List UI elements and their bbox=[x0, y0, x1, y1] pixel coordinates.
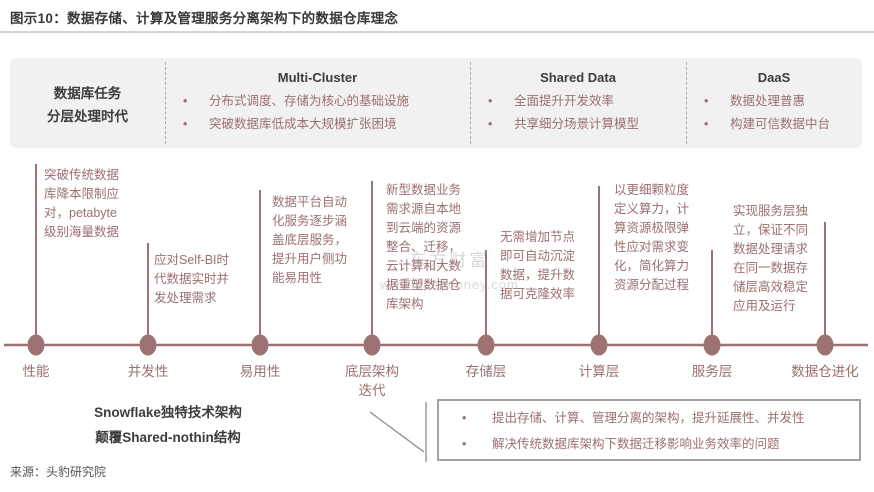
desc-storage: 无需增加节点即可自动沉淀数据，提升数据可克隆效率 bbox=[500, 230, 576, 301]
label-concurrency: 并发性 bbox=[127, 364, 169, 379]
bullet-dot: • bbox=[704, 117, 709, 131]
bullet-text: 全面提升开发效率 bbox=[514, 94, 615, 108]
bullet-dot: • bbox=[183, 94, 188, 108]
bullet-dot: • bbox=[462, 411, 467, 425]
bullet-dot: • bbox=[183, 117, 188, 131]
band-separator-2 bbox=[470, 62, 471, 144]
node-architecture bbox=[363, 334, 381, 356]
desc-architecture: 新型数据业务需求源自本地到云端的资源整合、迁移，云计算和大数据重塑数据仓库架构 bbox=[386, 183, 462, 311]
bullet-dot: • bbox=[704, 94, 709, 108]
band-column-shared-data: Shared Data • 全面提升开发效率 • 共享细分场景计算模型 bbox=[470, 62, 686, 136]
watermark-url: www.eastmoney.com bbox=[380, 277, 519, 292]
callout-bullet-item: • 解决传统数据库架构下数据迁移影响业务效率的问题 bbox=[439, 431, 859, 457]
watermark-brand: 东方财富 bbox=[409, 251, 490, 270]
callout-bullet-text: 提出存储、计算、管理分离的架构，提升延展性、并发性 bbox=[492, 411, 805, 425]
bullet-text: 分布式调度、存储为核心的基础设施 bbox=[209, 94, 410, 108]
label-service: 服务层 bbox=[691, 364, 733, 379]
bullet-item: • 构建可信数据中台 bbox=[686, 113, 862, 136]
bullet-text: 构建可信数据中台 bbox=[730, 117, 831, 131]
bullet-dot: • bbox=[488, 117, 493, 131]
label-compute: 计算层 bbox=[578, 364, 620, 379]
snowflake-note-line2: 颠覆Shared-nothin结构 bbox=[95, 430, 241, 445]
callout-box: • 提出存储、计算、管理分离的架构，提升延展性、并发性 • 解决传统数据库架构下… bbox=[437, 399, 861, 461]
node-storage bbox=[477, 334, 495, 356]
callout-bullet-item: • 提出存储、计算、管理分离的架构，提升延展性、并发性 bbox=[439, 405, 859, 431]
watermark: 东方财富 www.eastmoney.com bbox=[380, 246, 519, 292]
figure-title: 图示10：数据存储、计算及管理服务分离架构下的数据仓库理念 bbox=[10, 11, 399, 26]
bullet-item: • 共享细分场景计算模型 bbox=[470, 113, 686, 136]
snowflake-note-line1: Snowflake独特技术架构 bbox=[94, 405, 242, 420]
bullet-text: 共享细分场景计算模型 bbox=[514, 117, 640, 131]
bullet-item: • 数据处理普惠 bbox=[686, 90, 862, 113]
node-concurrency bbox=[139, 334, 157, 356]
source-note: 来源：头豹研究院 bbox=[10, 465, 107, 479]
label-evolution: 数据仓进化 bbox=[791, 364, 859, 379]
label-usability: 易用性 bbox=[239, 364, 281, 379]
label-performance: 性能 bbox=[22, 364, 50, 379]
desc-concurrency: 应对Self-BI时代数据实时并发处理需求 bbox=[154, 253, 230, 305]
node-compute bbox=[590, 334, 608, 356]
era-header-band bbox=[10, 58, 862, 148]
bullet-text: 突破数据库低成本大规模扩张困境 bbox=[209, 117, 397, 131]
band-column-daas: DaaS • 数据处理普惠 • 构建可信数据中台 bbox=[686, 62, 862, 136]
desc-performance: 突破传统数据库降本限制应对，petabyte级别海量数据 bbox=[44, 168, 120, 239]
title-divider bbox=[0, 31, 874, 33]
bullet-dot: • bbox=[462, 437, 467, 451]
era-label-line2: 分层处理时代 bbox=[47, 109, 128, 124]
desc-service: 实现服务层独立，保证不同数据处理请求在同一数据存储层高效稳定应用及运行 bbox=[733, 204, 809, 313]
callout-pointer-line bbox=[369, 411, 425, 453]
band-column-multi-cluster: Multi-Cluster • 分布式调度、存储为核心的基础设施 • 突破数据库… bbox=[165, 62, 470, 136]
node-usability bbox=[251, 334, 269, 356]
label-architecture: 底层架构 迭代 bbox=[345, 364, 399, 398]
band-separator-3 bbox=[686, 62, 687, 144]
desc-compute: 以更细颗粒度定义算力，计算资源极限弹性应对需求变化，简化算力资源分配过程 bbox=[614, 183, 690, 292]
era-label-line1: 数据库任务 bbox=[53, 86, 122, 101]
column-title: Shared Data bbox=[540, 70, 616, 85]
bullet-item: • 突破数据库低成本大规模扩张困境 bbox=[165, 113, 470, 136]
bullet-text: 数据处理普惠 bbox=[730, 94, 806, 108]
era-label: 数据库任务 分层处理时代 bbox=[10, 82, 165, 128]
bullet-item: • 分布式调度、存储为核心的基础设施 bbox=[165, 90, 470, 113]
column-title: Multi-Cluster bbox=[277, 70, 358, 85]
node-evolution bbox=[816, 334, 834, 356]
bullet-dot: • bbox=[488, 94, 493, 108]
desc-usability: 数据平台自动化服务逐步涵盖底层服务，提升用户侧功能易用性 bbox=[272, 195, 348, 285]
snowflake-note: Snowflake独特技术架构 颠覆Shared-nothin结构 bbox=[58, 400, 278, 450]
node-service bbox=[703, 334, 721, 356]
callout-bullet-text: 解决传统数据库架构下数据迁移影响业务效率的问题 bbox=[492, 437, 780, 451]
bullet-item: • 全面提升开发效率 bbox=[470, 90, 686, 113]
column-title: DaaS bbox=[757, 70, 791, 85]
band-separator-1 bbox=[165, 62, 166, 144]
label-storage: 存储层 bbox=[465, 364, 507, 379]
node-performance bbox=[27, 334, 45, 356]
